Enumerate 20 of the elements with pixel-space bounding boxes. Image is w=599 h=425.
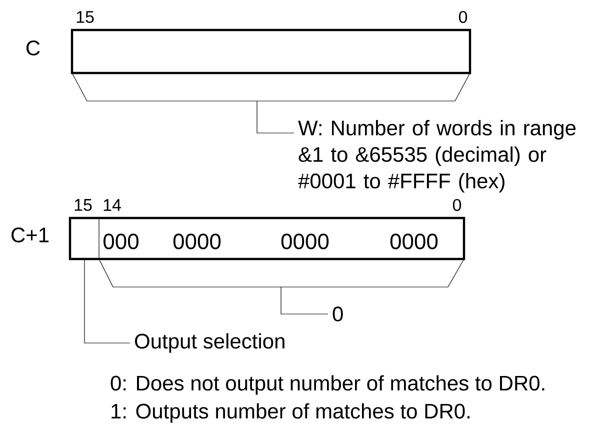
leader-line [84,258,130,344]
bit-value: 000 [104,234,138,250]
note-text: 1: Outputs number of matches to DR0. [112,403,470,423]
bit-number: 0 [452,198,462,212]
leader-line [256,100,294,134]
bit-number: 15 [76,11,94,23]
bit-value: 0000 [390,234,438,250]
word-label: C [26,40,40,56]
bit-number: 15 [74,199,92,211]
word-label: C+1 [12,228,49,242]
bit-number: 0 [458,10,468,24]
bit-number: 14 [104,199,121,211]
bit-value: 0000 [173,234,221,250]
bit-cell [70,218,100,260]
annotation-text: 0 [332,306,343,322]
bit-value: 0000 [281,234,329,250]
annotation-text: Output selection [135,333,284,353]
leader-line [280,286,328,314]
note-text: 0: Does not output number of matches to DR0. [110,375,544,395]
annotation-text: W: Number of words in range &1 to &65535 (decimal) or #0001 to #FFFF (hex) [298,120,576,193]
